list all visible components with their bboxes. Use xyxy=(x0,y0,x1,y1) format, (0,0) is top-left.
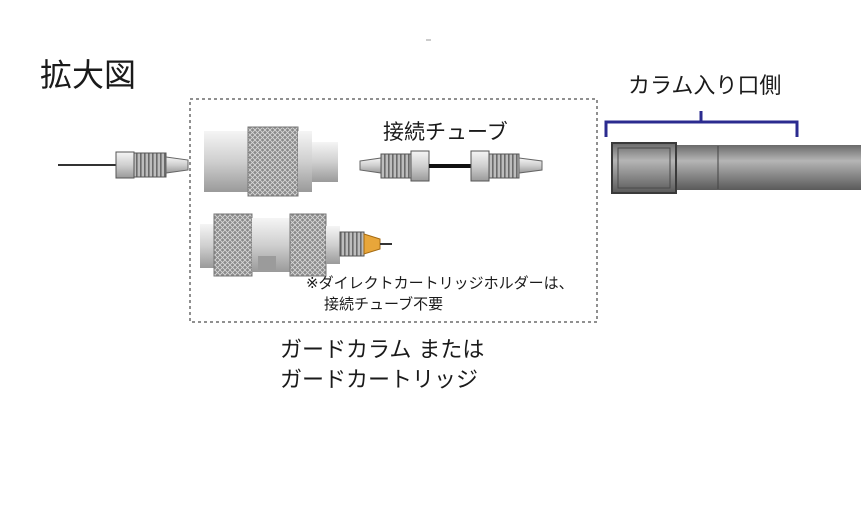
connecting-tube-label: 接続チューブ xyxy=(383,120,508,144)
guard-holder-upper xyxy=(204,126,338,197)
left-tube-fitting xyxy=(58,151,189,179)
enlarged-view-box xyxy=(189,98,598,323)
direct-cartridge-holder xyxy=(200,213,392,277)
note-line-1: ※ダイレクトカートリッジホルダーは、 xyxy=(306,274,574,292)
caption-line-2: ガードカートリッジ xyxy=(280,368,479,393)
connecting-tube-assembly xyxy=(359,150,543,182)
note-line-2: 接続チューブ不要 xyxy=(324,295,444,313)
enlarged-view-title: 拡大図 xyxy=(40,56,137,94)
caption-line-1: ガードカラム または xyxy=(280,338,485,363)
column-inlet-bracket xyxy=(604,120,799,137)
column-inlet-label: カラム入り口側 xyxy=(628,74,782,99)
column-body xyxy=(611,142,861,194)
